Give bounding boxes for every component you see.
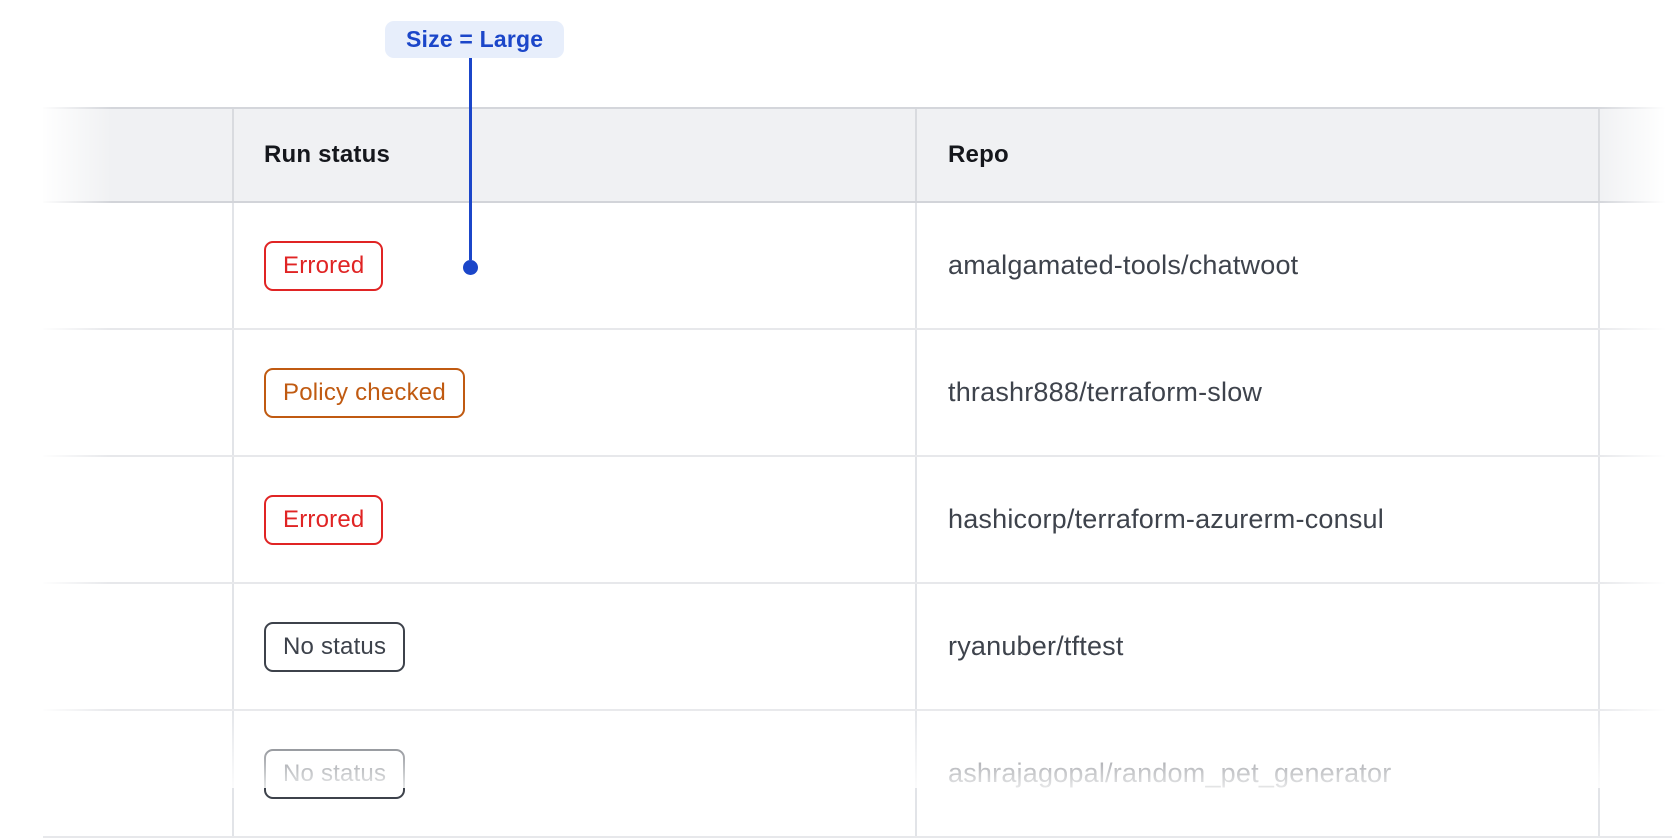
row-cell-empty-right [1598, 584, 1672, 709]
page: Run status Repo Errored amalgamated-tool… [0, 21, 1672, 838]
row-cell-run-status: No status [232, 711, 915, 836]
table-row[interactable]: Errored amalgamated-tools/chatwoot [43, 203, 1672, 330]
run-status-badge: No status [264, 748, 406, 799]
table-row[interactable]: Policy checked thrashr888/terraform-slow [43, 330, 1672, 457]
row-cell-repo: hashicorp/terraform-azurerm-consul [915, 457, 1598, 582]
row-cell-empty [43, 711, 232, 836]
row-cell-empty [43, 203, 232, 328]
repo-name: ryanuber/tftest [948, 631, 1124, 661]
run-status-badge: Policy checked [264, 367, 465, 418]
row-cell-empty-right [1598, 711, 1672, 836]
run-status-header-label: Run status [264, 141, 391, 168]
run-status-badge: No status [264, 621, 406, 672]
header-cell-empty [43, 109, 232, 201]
row-cell-repo: thrashr888/terraform-slow [915, 330, 1598, 455]
table-row[interactable]: No status ashrajagopal/random_pet_genera… [43, 711, 1672, 838]
row-cell-empty-right [1598, 330, 1672, 455]
repo-header-label: Repo [948, 141, 1009, 168]
row-cell-run-status: Policy checked [232, 330, 915, 455]
row-cell-repo: ashrajagopal/random_pet_generator [915, 711, 1598, 836]
row-cell-run-status: No status [232, 584, 915, 709]
header-cell-run-status: Run status [232, 109, 915, 201]
repo-name: thrashr888/terraform-slow [948, 377, 1263, 407]
header-cell-empty-right [1598, 109, 1672, 201]
row-cell-run-status: Errored [232, 457, 915, 582]
table-row[interactable]: No status ryanuber/tftest [43, 584, 1672, 711]
table-row[interactable]: Errored hashicorp/terraform-azurerm-cons… [43, 457, 1672, 584]
row-cell-empty [43, 330, 232, 455]
row-cell-repo: amalgamated-tools/chatwoot [915, 203, 1598, 328]
row-cell-empty-right [1598, 203, 1672, 328]
annotation-dot [463, 260, 478, 275]
repo-name: ashrajagopal/random_pet_generator [948, 758, 1392, 788]
table-header-row: Run status Repo [43, 107, 1672, 203]
size-annotation-badge: Size = Large [385, 21, 565, 58]
annotation-connector-line [469, 58, 472, 260]
header-cell-repo: Repo [915, 109, 1598, 201]
row-cell-empty-right [1598, 457, 1672, 582]
run-status-badge: Errored [264, 240, 384, 291]
row-cell-empty [43, 457, 232, 582]
row-cell-empty [43, 584, 232, 709]
repo-name: hashicorp/terraform-azurerm-consul [948, 504, 1384, 534]
run-status-badge: Errored [264, 494, 384, 545]
repo-name: amalgamated-tools/chatwoot [948, 250, 1299, 280]
runs-table: Run status Repo Errored amalgamated-tool… [43, 107, 1672, 838]
row-cell-run-status: Errored [232, 203, 915, 328]
row-cell-repo: ryanuber/tftest [915, 584, 1598, 709]
